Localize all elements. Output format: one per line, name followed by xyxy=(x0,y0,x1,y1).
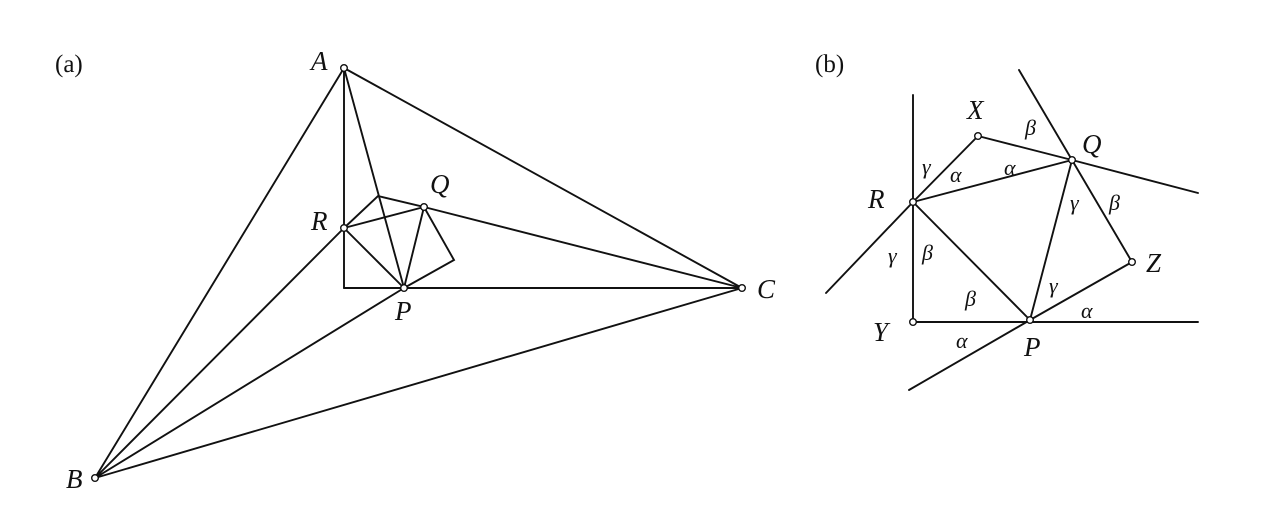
label-X: X xyxy=(966,95,985,125)
angle-beta-P: β xyxy=(964,286,976,311)
label-B: B xyxy=(66,464,83,494)
label-R: R xyxy=(310,206,328,236)
angle-gamma-R-top: γ xyxy=(922,154,932,179)
segment-AP xyxy=(343,67,405,289)
segment-RP xyxy=(343,227,405,289)
panel-label-a: (a) xyxy=(55,51,83,78)
point-B xyxy=(90,474,99,483)
angle-alpha-P-left: α xyxy=(956,328,968,353)
segment-RX xyxy=(912,135,979,203)
segment-RQ xyxy=(343,206,425,229)
segment-BR xyxy=(94,227,345,479)
segment-BP xyxy=(94,287,405,479)
segment-PQ xyxy=(403,206,425,289)
point-R-b xyxy=(909,197,918,206)
angle-gamma-R-left: γ xyxy=(888,243,898,268)
segment-AC xyxy=(343,67,743,289)
segment-BC xyxy=(94,287,743,479)
segment-RP-b xyxy=(912,201,1031,321)
label-Z: Z xyxy=(1146,248,1162,278)
label-A: A xyxy=(309,46,328,76)
angle-beta-Q-right: β xyxy=(1108,190,1120,215)
point-Z xyxy=(1127,258,1136,267)
angle-gamma-Q: γ xyxy=(1070,190,1080,215)
point-P xyxy=(400,284,409,293)
label-R-b: R xyxy=(867,184,885,214)
point-X xyxy=(974,131,983,140)
angle-alpha-Q: α xyxy=(1004,155,1016,180)
point-Q xyxy=(420,202,429,211)
panel-label-b: (b) xyxy=(815,51,844,78)
label-C: C xyxy=(757,274,776,304)
point-C xyxy=(738,284,747,293)
point-Q-b xyxy=(1067,155,1076,164)
segment-QZ xyxy=(1071,159,1133,263)
point-A xyxy=(340,63,349,72)
segment-PZ xyxy=(1029,261,1133,321)
point-P-b xyxy=(1025,316,1034,325)
figure-a: A B C P Q R xyxy=(66,46,776,494)
label-Y: Y xyxy=(873,317,891,347)
label-P-b: P xyxy=(1023,332,1041,362)
segment-AB xyxy=(94,67,345,479)
line-through-Q-upper xyxy=(1018,69,1073,161)
label-Q: Q xyxy=(430,169,450,199)
segment-RQ-b xyxy=(912,159,1073,203)
line-through-R-lower xyxy=(825,201,914,294)
figure-b: X Y Z P Q R γ α α β γ β γ β β γ α α xyxy=(825,69,1199,391)
line-through-Q-right xyxy=(1071,159,1199,194)
label-Q-b: Q xyxy=(1082,129,1102,159)
segment-QC xyxy=(423,206,743,289)
angle-gamma-P: γ xyxy=(1049,273,1059,298)
angle-beta-Q-top: β xyxy=(1024,115,1036,140)
segment-XQ xyxy=(977,135,1073,161)
angle-alpha-P-right: α xyxy=(1081,298,1093,323)
point-R xyxy=(340,223,349,232)
angle-beta-R: β xyxy=(921,240,933,265)
segment-PQ-b xyxy=(1029,159,1073,321)
angle-alpha-R: α xyxy=(950,162,962,187)
label-P: P xyxy=(394,296,412,326)
line-through-P-lower xyxy=(908,319,1031,391)
point-Y xyxy=(909,318,918,327)
